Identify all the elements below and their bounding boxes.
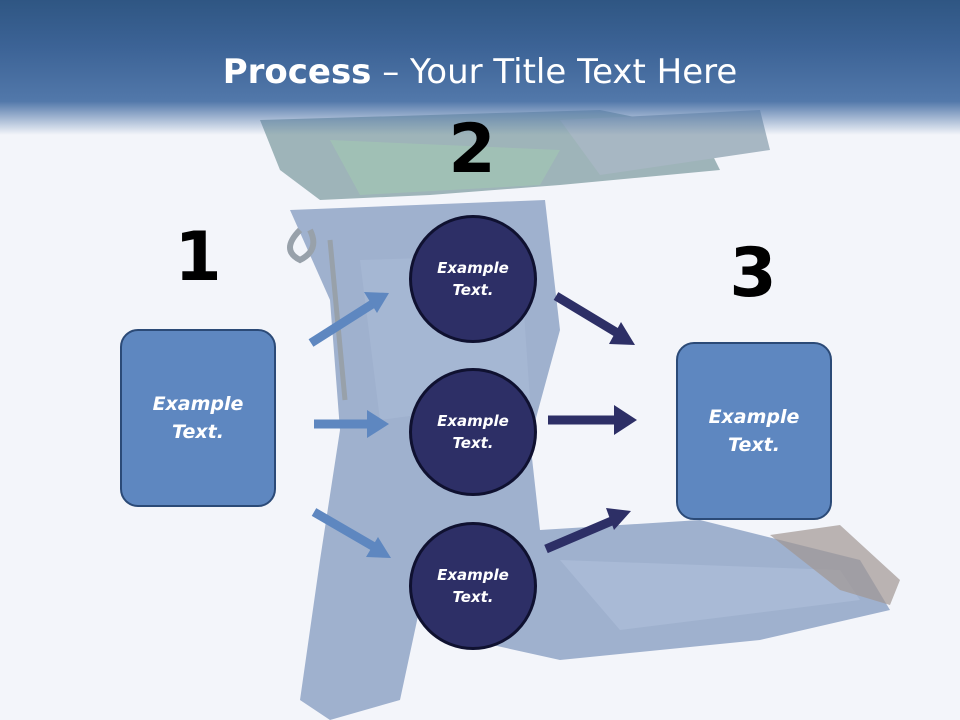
left-box-text: Example Text. — [152, 392, 244, 444]
circle-middle-text: Example Text. — [437, 411, 509, 453]
arrow-left-middle — [314, 410, 389, 438]
title-bar — [0, 0, 960, 135]
circle-bottom: Example Text. — [409, 522, 537, 650]
arrow-right-down — [553, 292, 635, 345]
arrow-left-down — [311, 508, 391, 558]
right-box-text: Example Text. — [708, 405, 800, 457]
step-number-1: 1 — [174, 218, 222, 297]
left-step-box: Example Text. — [120, 329, 276, 507]
circle-middle: Example Text. — [409, 368, 537, 496]
title-bold: Process — [222, 52, 372, 92]
arrow-right-up — [544, 508, 631, 554]
circle-top-text: Example Text. — [437, 258, 509, 300]
title-rest: – Your Title Text Here — [371, 52, 738, 92]
step-number-2: 2 — [448, 110, 496, 189]
right-step-box: Example Text. — [676, 342, 832, 520]
arrow-left-up — [308, 292, 389, 347]
circle-top: Example Text. — [409, 215, 537, 343]
step-number-3: 3 — [729, 234, 777, 313]
circle-bottom-text: Example Text. — [437, 565, 509, 607]
arrow-right-middle — [548, 405, 637, 435]
slide-title: Process – Your Title Text Here — [0, 52, 960, 92]
